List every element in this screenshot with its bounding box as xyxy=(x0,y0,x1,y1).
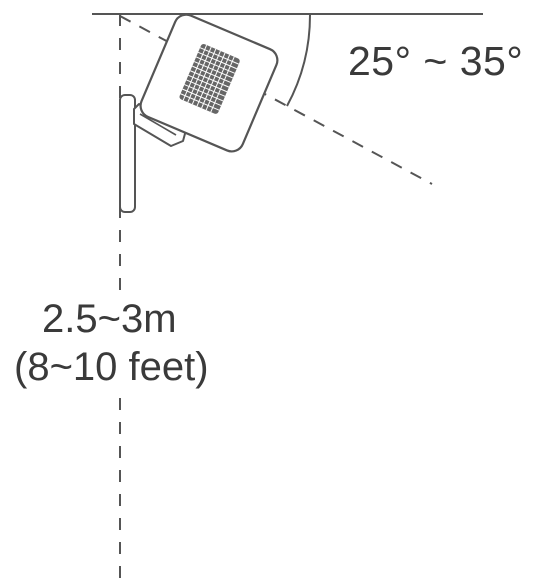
angle-arc xyxy=(286,14,312,107)
mount-arm-inner xyxy=(139,113,177,136)
camera-body xyxy=(139,13,279,153)
view-angle-dashed-line xyxy=(119,15,433,185)
wall-mount-plate xyxy=(119,94,136,213)
angle-range-label: 25° ~ 35° xyxy=(348,38,524,84)
height-metric-label: 2.5~3m xyxy=(14,295,227,343)
height-imperial-label: (8~10 feet) xyxy=(14,343,236,391)
speaker-grille xyxy=(179,44,240,114)
mounting-height-label: 2.5~3m (8~10 feet) xyxy=(14,295,236,391)
